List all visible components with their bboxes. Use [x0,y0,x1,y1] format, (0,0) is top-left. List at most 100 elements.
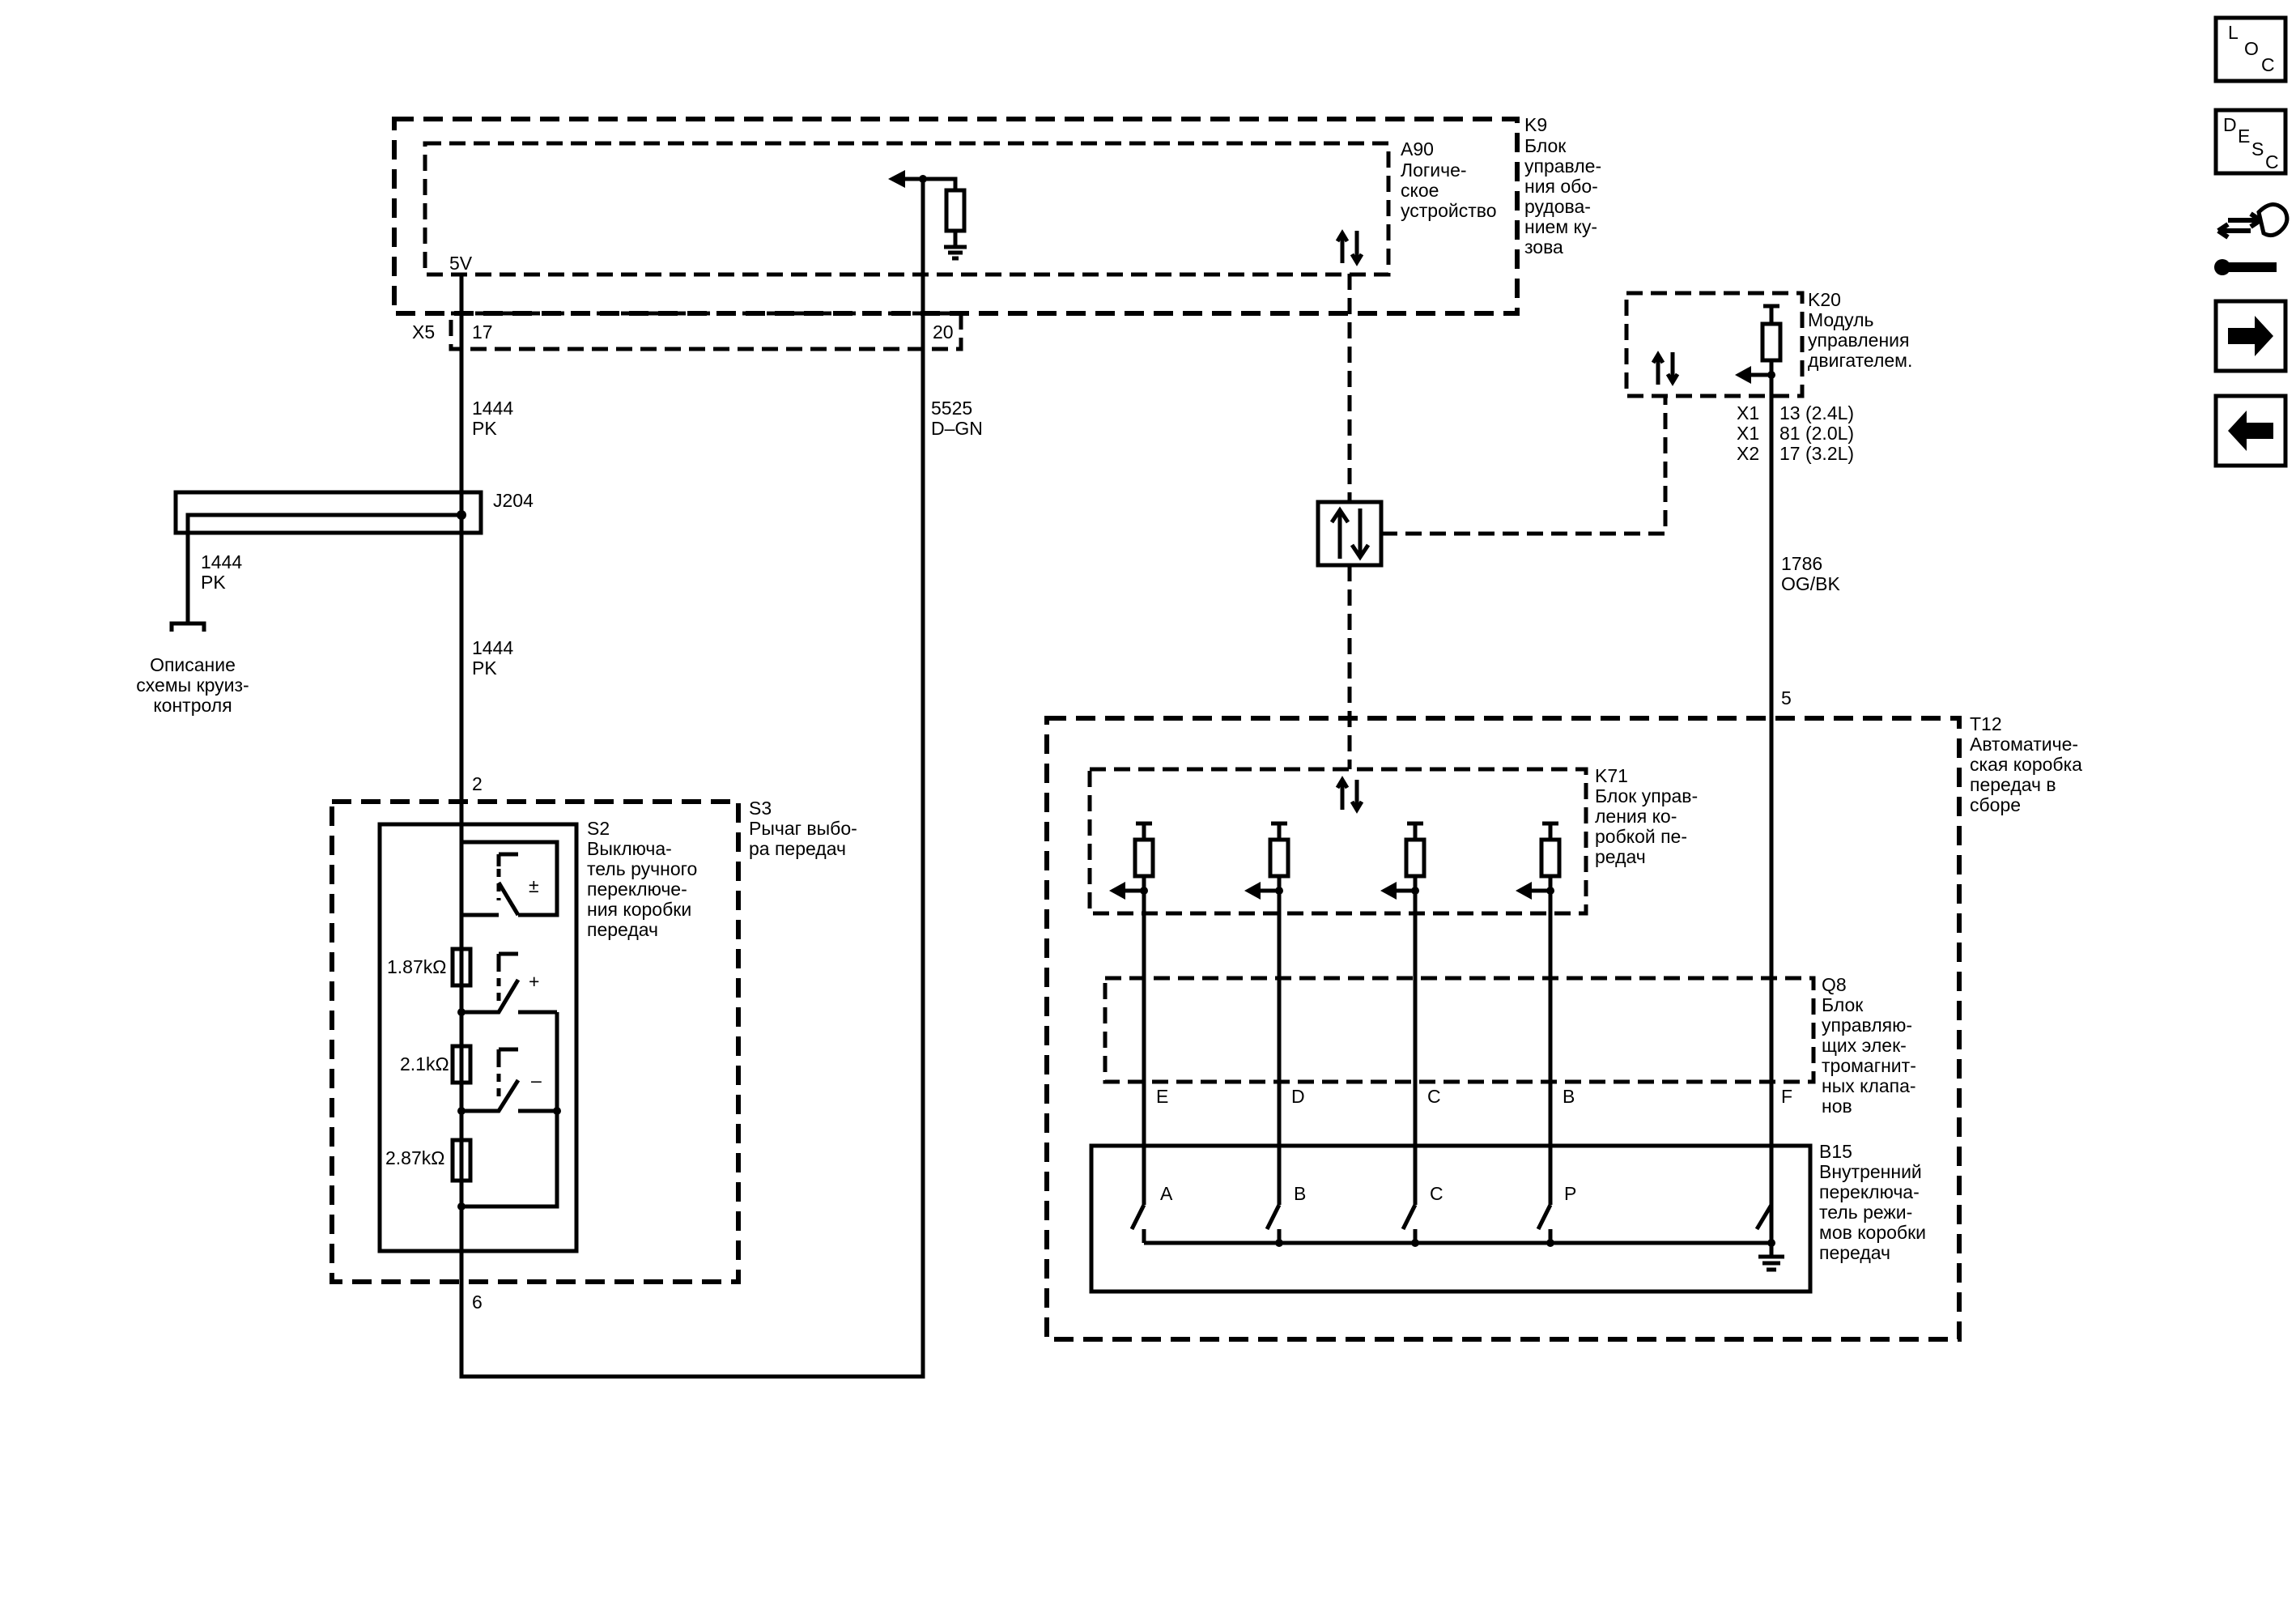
k71-channel-b [1516,821,1562,900]
s3-id: S3 [749,798,772,819]
prev-button[interactable] [2213,394,2288,468]
wire-1444-num-mid: 1444 [472,637,513,658]
k9-id: K9 [1524,114,1547,135]
serial-data-bus [1316,274,1668,769]
diagram-label: S [2251,138,2264,160]
diagram-label: C [2261,54,2275,75]
k71-channel-e [1109,821,1155,900]
diagram-label: P [1564,1183,1576,1204]
diagram-label: нов [1822,1096,1852,1117]
diagram-label: ных клапа- [1822,1075,1916,1096]
diagram-label: щих элек- [1822,1035,1907,1056]
k71-tcm-box [1087,767,1588,916]
diagram-label: F [1781,1086,1792,1107]
s3-lever-box [330,799,741,1284]
diagram-label: 81 (2.0L) [1779,423,1854,444]
diagram-label: 13 (2.4L) [1779,402,1854,423]
k71-channel-c [1380,821,1426,900]
diagram-label: управле- [1524,155,1601,177]
wire-1444-color-mid: PK [472,657,497,679]
resistor-1-value: 1.87kΩ [387,956,446,977]
diagram-label: E [2238,126,2250,147]
a90-logic-box [423,141,1391,277]
resistor-3-value: 2.87kΩ [385,1147,444,1168]
wire-5525-num: 5525 [931,398,972,419]
wire-1444-color-top: PK [472,418,497,439]
diagram-label: C [2265,151,2279,172]
q8-id: Q8 [1822,974,1847,995]
diagram-label: схемы круиз- [136,674,249,696]
diagram-label: B [1294,1183,1306,1204]
diagram-label: робкой пе- [1595,826,1687,847]
s3-name: Рычаг выбо- ра передач [749,818,857,859]
diagram-label: X2 [1737,443,1759,464]
b15-name: Внутренний переключа- тель режи- мов кор… [1819,1161,1926,1263]
diagram-label: Внутренний [1819,1161,1922,1182]
pin-17-label: 17 [472,321,493,343]
k20-name: Модуль управления двигателем. [1808,309,1912,371]
b15-id: B15 [1819,1141,1852,1162]
diagram-label: D [2223,114,2237,135]
diagram-label: редач [1595,846,1646,867]
diagram-label: нием ку- [1524,216,1597,237]
diagram-label: ± [529,875,539,896]
diagram-label: Выключа- [587,838,672,859]
diagram-label: X1 [1737,423,1759,444]
wire-5525-color: D–GN [931,418,983,439]
diagram-label: ское [1401,180,1439,201]
pin-5-label: 5 [1781,687,1792,709]
diagram-label: передач [587,919,658,940]
diagram-label: управления [1808,330,1909,351]
wire-1444-5525-loop [459,179,925,1379]
voltage-label: 5V [449,253,473,274]
serial-data-arrows-k71 [1335,776,1364,814]
arrow-left-icon [2228,411,2273,451]
diagram-label: ния коробки [587,899,691,920]
diagram-label: передач [1819,1242,1890,1263]
next-button[interactable] [2213,299,2288,373]
wire-1444-num-top: 1444 [472,398,513,419]
connector-tool-icon[interactable] [2214,202,2290,275]
a90-name: Логиче- ское устройство [1401,160,1497,221]
diagram-label: Рычаг выбо- [749,818,857,839]
diagram-label: C [1427,1086,1441,1107]
q8-solenoid-box [1103,976,1816,1084]
diagram-label: устройство [1401,200,1497,221]
diagram-label: 17 (3.2L) [1779,443,1854,464]
diagram-label: контроля [153,695,232,716]
b15-mode-switch-box [1089,1143,1813,1294]
serial-data-arrows-a90 [1335,229,1364,266]
diagram-label: Модуль [1808,309,1874,330]
t12-id: T12 [1970,713,2002,734]
a90-id: A90 [1401,138,1434,160]
diagram-label: ления ко- [1595,806,1677,827]
diagram-label: A [1160,1183,1173,1204]
loc-button[interactable]: L O C [2213,15,2288,83]
arrow-right-icon [2228,316,2273,356]
pin-20-label: 20 [933,321,954,343]
desc-button[interactable]: D E S C [2213,108,2288,176]
resistor-2-value: 2.1kΩ [400,1053,449,1074]
b15-switches: A B C P [1129,1183,1784,1272]
diagram-label: тель ручного [587,858,697,879]
diagram-label: управляю- [1822,1015,1912,1036]
a90-internal-resistor [888,170,967,261]
diagram-label: рудова- [1524,196,1591,217]
diagram-label: X1 [1737,402,1759,423]
diagram-label: Описание [150,654,236,675]
k71-name: Блок управ- ления ко- робкой пе- редач [1595,785,1698,867]
cruise-control-reference[interactable]: Описание схемы круиз- контроля [136,654,249,716]
q8-name: Блок управляю- щих элек- тромагнит- ных … [1822,994,1916,1117]
diagram-label: Логиче- [1401,160,1467,181]
wire-1444-num-splice: 1444 [201,551,242,572]
k20-ecm-box [1624,291,1805,398]
pin-2-label: 2 [472,773,483,794]
diagram-label: тель режи- [1819,1202,1912,1223]
diagram-label: двигателем. [1808,350,1912,371]
diagram-label: зова [1524,236,1563,257]
s2-name: Выключа- тель ручного переключе- ния кор… [587,838,697,940]
k20-id: K20 [1808,289,1841,310]
diagram-label: B [1563,1086,1575,1107]
k9-name: Блок управле- ния обо- рудова- нием ку- … [1524,135,1601,257]
diagram-label: O [2244,38,2259,59]
